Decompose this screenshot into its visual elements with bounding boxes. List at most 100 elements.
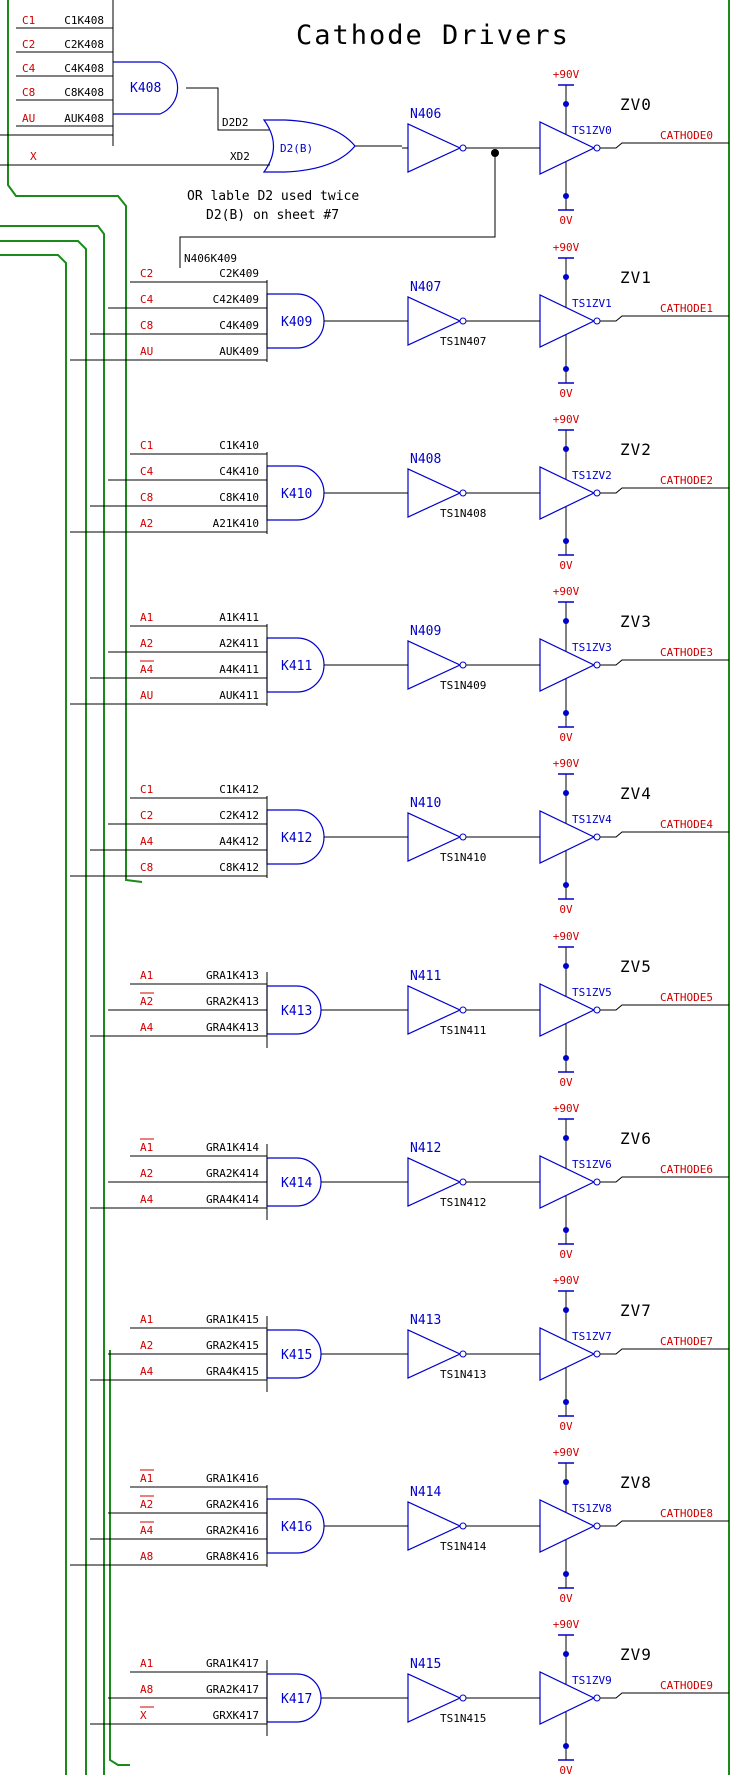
supply-plus-label: +90V bbox=[553, 1274, 580, 1287]
input-net-label: GRA8K416 bbox=[206, 1550, 259, 1563]
supply-ground-label: 0V bbox=[559, 214, 573, 227]
input-net-label: AUK411 bbox=[219, 689, 259, 702]
and-gate-ref: K415 bbox=[281, 1348, 312, 1363]
and-gate-ref: K412 bbox=[281, 831, 312, 846]
cathode-label: CATHODE7 bbox=[660, 1335, 713, 1348]
inverter-ref: N411 bbox=[410, 969, 441, 984]
driver-ref: TS1ZV0 bbox=[572, 124, 612, 137]
supply-ground-label: 0V bbox=[559, 1248, 573, 1261]
input-signal-label: C2 bbox=[140, 809, 153, 822]
driver-label: ZV8 bbox=[620, 1473, 652, 1492]
supply-plus-label: +90V bbox=[553, 68, 580, 81]
cathode-label: CATHODE8 bbox=[660, 1507, 713, 1520]
driver-label: ZV3 bbox=[620, 612, 652, 631]
input-signal-label: C8 bbox=[140, 319, 153, 332]
inverter-ref: N407 bbox=[410, 280, 441, 295]
supply-plus-label: +90V bbox=[553, 1446, 580, 1459]
input-net-label: GRA2K414 bbox=[206, 1167, 259, 1180]
input-net-label: GRA1K413 bbox=[206, 969, 259, 982]
input-net-label: GRA1K417 bbox=[206, 1657, 259, 1670]
driver-ref: TS1ZV2 bbox=[572, 469, 612, 482]
inverter-ref: N409 bbox=[410, 624, 441, 639]
and-gate-ref: K413 bbox=[281, 1004, 312, 1019]
input-net-label: GRXK417 bbox=[213, 1709, 259, 1722]
driver-label: ZV5 bbox=[620, 957, 652, 976]
supply-ground-label: 0V bbox=[559, 559, 573, 572]
input-net-label: GRA4K413 bbox=[206, 1021, 259, 1034]
cathode-label: CATHODE4 bbox=[660, 818, 713, 831]
input-net-label: A2K411 bbox=[219, 637, 259, 650]
input-signal-label: C4 bbox=[140, 293, 154, 306]
page-title: Cathode Drivers bbox=[296, 20, 570, 51]
input-signal-label: A1 bbox=[140, 1472, 153, 1485]
supply-ground-label: 0V bbox=[559, 387, 573, 400]
input-signal-label: C2 bbox=[140, 267, 153, 280]
input-net-label: GRA4K415 bbox=[206, 1365, 259, 1378]
input-signal-label: A4 bbox=[140, 835, 154, 848]
supply-plus-label: +90V bbox=[553, 413, 580, 426]
supply-ground-label: 0V bbox=[559, 1764, 573, 1775]
input-signal-label: C1 bbox=[140, 783, 153, 796]
input-signal-label: A4 bbox=[140, 1524, 154, 1537]
and-gate-ref: K409 bbox=[281, 315, 312, 330]
input-signal-label: A4 bbox=[140, 1365, 154, 1378]
inverter-net: TS1N410 bbox=[440, 851, 486, 864]
k408-input-net: C1K408 bbox=[64, 14, 104, 27]
k408-input-sig: AU bbox=[22, 112, 35, 125]
k408-input-sig: C1 bbox=[22, 14, 35, 27]
or-gate-ref: D2(B) bbox=[280, 142, 313, 155]
driver-label: ZV0 bbox=[620, 95, 652, 114]
inverter-net: TS1N412 bbox=[440, 1196, 486, 1209]
input-net-label: C4K410 bbox=[219, 465, 259, 478]
supply-plus-label: +90V bbox=[553, 930, 580, 943]
driver-label: ZV7 bbox=[620, 1301, 652, 1320]
inverter-ref: N414 bbox=[410, 1485, 441, 1500]
input-net-label: GRA2K416 bbox=[206, 1498, 259, 1511]
supply-plus-label: +90V bbox=[553, 1618, 580, 1631]
inverter-net: TS1N409 bbox=[440, 679, 486, 692]
input-signal-label: C1 bbox=[140, 439, 153, 452]
k408-input-net: C8K408 bbox=[64, 86, 104, 99]
cathode-label: CATHODE6 bbox=[660, 1163, 713, 1176]
supply-ground-label: 0V bbox=[559, 903, 573, 916]
driver-label: ZV9 bbox=[620, 1645, 652, 1664]
input-net-label: GRA1K414 bbox=[206, 1141, 259, 1154]
driver-ref: TS1ZV5 bbox=[572, 986, 612, 999]
input-signal-label: A2 bbox=[140, 1498, 153, 1511]
and-gate-ref: K410 bbox=[281, 487, 312, 502]
inverter-ref: N406 bbox=[410, 107, 441, 122]
input-net-label: GRA2K413 bbox=[206, 995, 259, 1008]
note-line1: OR lable D2 used twice bbox=[187, 189, 359, 204]
inverter-ref: N408 bbox=[410, 452, 441, 467]
input-net-label: GRA1K416 bbox=[206, 1472, 259, 1485]
input-net-label: C2K412 bbox=[219, 809, 259, 822]
input-signal-label: A1 bbox=[140, 1657, 153, 1670]
feedback-net: N406K409 bbox=[184, 252, 237, 265]
supply-ground-label: 0V bbox=[559, 1076, 573, 1089]
input-net-label: GRA4K414 bbox=[206, 1193, 259, 1206]
input-net-label: AUK409 bbox=[219, 345, 259, 358]
input-signal-label: X bbox=[140, 1709, 147, 1722]
supply-plus-label: +90V bbox=[553, 1102, 580, 1115]
and-gate-ref: K417 bbox=[281, 1692, 312, 1707]
input-net-label: A1K411 bbox=[219, 611, 259, 624]
inverter-net: TS1N407 bbox=[440, 335, 486, 348]
input-signal-label: AU bbox=[140, 689, 153, 702]
input-net-label: A4K411 bbox=[219, 663, 259, 676]
input-signal-label: C4 bbox=[140, 465, 154, 478]
input-signal-label: A8 bbox=[140, 1550, 153, 1563]
inverter-ref: N412 bbox=[410, 1141, 441, 1156]
inverter-net: TS1N411 bbox=[440, 1024, 486, 1037]
inverter-net: TS1N414 bbox=[440, 1540, 487, 1553]
input-net-label: A4K412 bbox=[219, 835, 259, 848]
inverter-net: TS1N415 bbox=[440, 1712, 486, 1725]
k408-input-sig: C8 bbox=[22, 86, 35, 99]
input-signal-label: A2 bbox=[140, 637, 153, 650]
k408-input-net: C2K408 bbox=[64, 38, 104, 51]
inverter-net: TS1N413 bbox=[440, 1368, 486, 1381]
